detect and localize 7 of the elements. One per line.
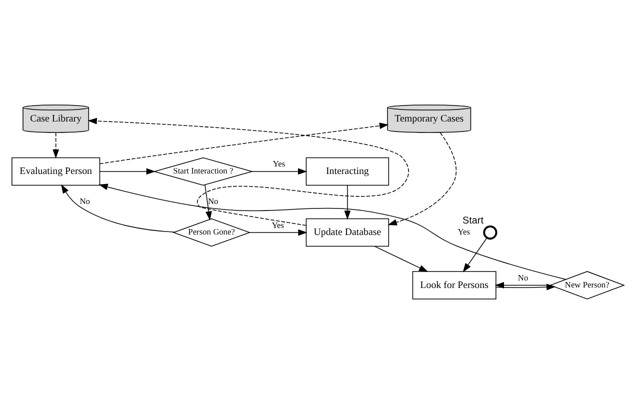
edge-label: No [208,196,218,206]
node-label: Start [462,215,484,226]
edge-label: Yes [458,227,470,236]
edge-label: No [518,272,528,282]
edge-label: Yes [272,220,284,230]
edge-label: Yes [272,159,286,168]
edge-label: No [80,196,90,206]
